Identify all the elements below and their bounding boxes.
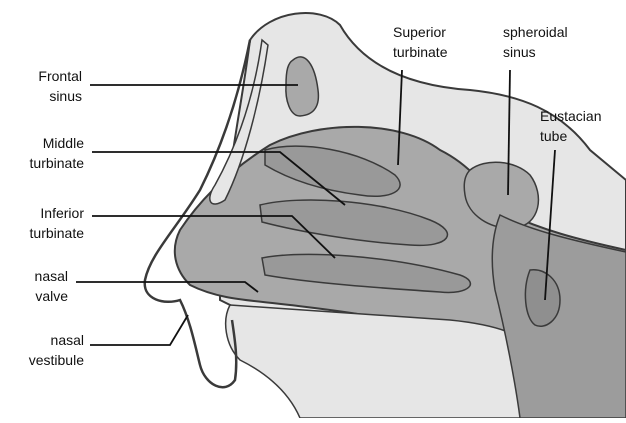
label-frontal-sinus-line2: sinus <box>20 86 82 106</box>
nasal-vestibule-leader <box>90 315 188 345</box>
label-eustachian-tube-line1: Eustacian <box>540 106 601 126</box>
label-nasal-vestibule-line1: nasal <box>8 330 84 350</box>
label-nasal-vestibule-line2: vestibule <box>8 350 84 370</box>
label-frontal-sinus-line1: Frontal <box>20 66 82 86</box>
label-inferior-turbinate-line1: Inferior <box>8 203 84 223</box>
label-middle-turbinate-line2: turbinate <box>8 153 84 173</box>
label-middle-turbinate: Middle turbinate <box>8 133 84 173</box>
label-nasal-valve: nasal valve <box>10 266 68 306</box>
label-sphenoidal-sinus: spheroidal sinus <box>503 22 568 62</box>
label-superior-turbinate-line1: Superior <box>393 22 447 42</box>
label-sphenoidal-sinus-line2: sinus <box>503 42 568 62</box>
label-eustachian-tube: Eustacian tube <box>540 106 601 146</box>
label-nasal-vestibule: nasal vestibule <box>8 330 84 370</box>
label-nasal-valve-line2: valve <box>10 286 68 306</box>
label-nasal-valve-line1: nasal <box>10 266 68 286</box>
label-superior-turbinate: Superior turbinate <box>393 22 447 62</box>
label-inferior-turbinate: Inferior turbinate <box>8 203 84 243</box>
label-inferior-turbinate-line2: turbinate <box>8 223 84 243</box>
label-middle-turbinate-line1: Middle <box>8 133 84 153</box>
label-frontal-sinus: Frontal sinus <box>20 66 82 106</box>
label-sphenoidal-sinus-line1: spheroidal <box>503 22 568 42</box>
label-eustachian-tube-line2: tube <box>540 126 601 146</box>
label-superior-turbinate-line2: turbinate <box>393 42 447 62</box>
